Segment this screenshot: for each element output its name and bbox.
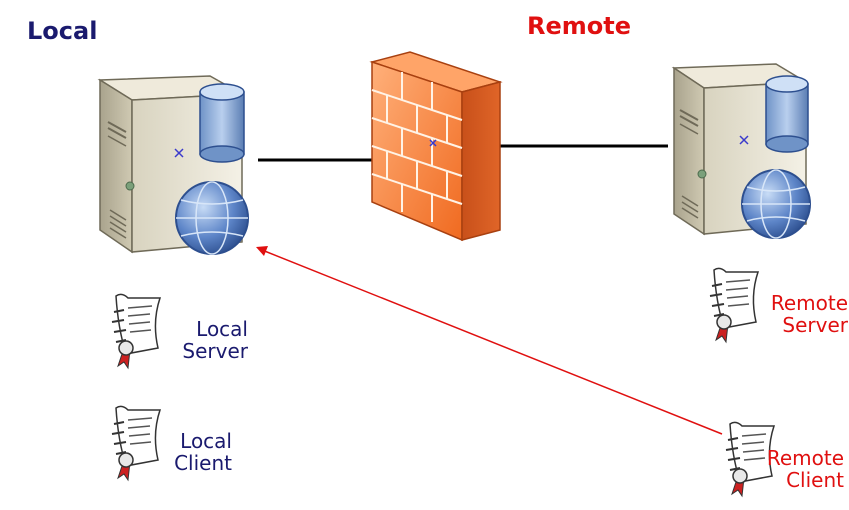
database-icon	[199, 83, 245, 163]
seal-icon	[715, 314, 732, 344]
cross-marker-icon	[174, 148, 184, 158]
local-zone-label: Local	[27, 17, 98, 45]
remote-zone-label: Remote	[527, 12, 632, 40]
seal-icon	[117, 340, 134, 370]
local-client-cert-line2: Client	[174, 451, 232, 475]
seal-icon	[117, 452, 134, 482]
globe-icon	[175, 181, 249, 255]
remote-server-cert-label: Remote Server	[712, 292, 848, 336]
local-server-icon	[97, 75, 249, 255]
local-server-cert-label: Local Server	[156, 318, 248, 362]
seal-icon	[731, 468, 748, 498]
certificate-icon-local-client	[111, 405, 162, 482]
remote-server-icon	[671, 63, 811, 239]
local-server-cert-line2: Server	[182, 339, 248, 363]
remote-server-cert-line2: Server	[782, 313, 848, 337]
globe-icon	[741, 169, 811, 239]
remote-client-cert-line1: Remote	[766, 446, 844, 470]
local-server-cert-line1: Local	[196, 317, 248, 341]
remote-client-cert-line2: Client	[786, 468, 844, 492]
remote-server-cert-line1: Remote	[770, 291, 848, 315]
firewall-icon	[369, 51, 503, 242]
local-client-cert-label: Local Client	[156, 430, 232, 474]
local-client-cert-line1: Local	[180, 429, 232, 453]
cross-marker-icon	[739, 135, 749, 145]
certificate-icon-remote-server	[709, 267, 760, 344]
trust-arrow	[256, 246, 723, 435]
certificate-icon-remote-client	[725, 421, 776, 498]
remote-client-cert-label: Remote Client	[728, 447, 844, 491]
certificate-icon-local-server	[111, 293, 162, 370]
database-icon	[765, 75, 809, 153]
